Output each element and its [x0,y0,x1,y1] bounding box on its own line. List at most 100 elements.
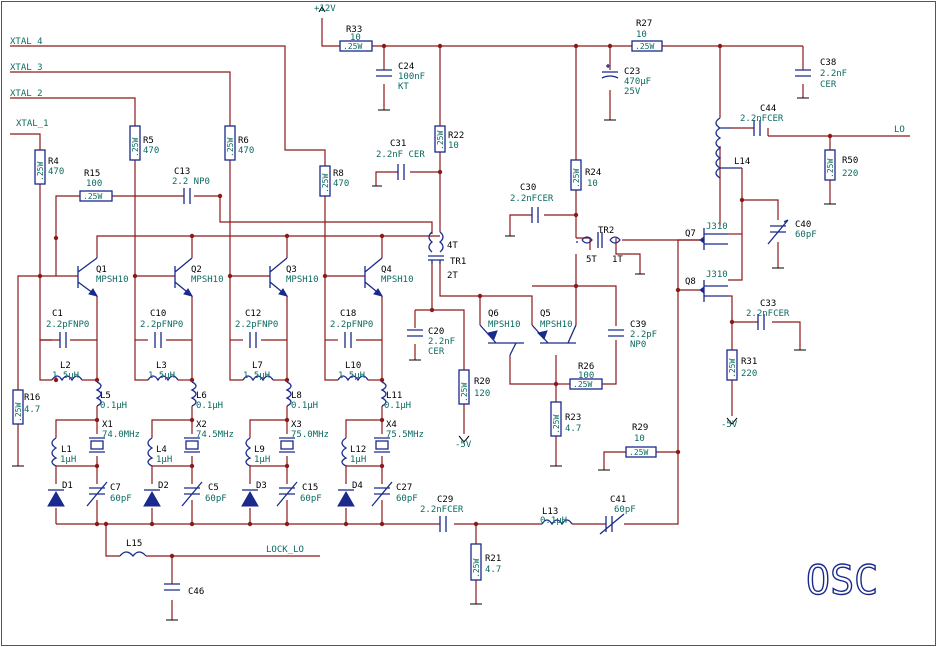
resistor-body-label: .25W [343,42,362,51]
resistor-labels: R33 10 .25W R27 10 .25W R4 470 .25W R5 4… [14,19,858,578]
transistor-ref: Q5 [540,309,551,319]
capacitor-value: 2.2pFNP0 [140,320,183,330]
resistor-value: 470 [238,146,254,156]
inductor-ref: L13 [542,507,558,517]
inductor-ref: L12 [350,445,366,455]
resistor-value: 470 [48,167,64,177]
resistor-ref: R21 [485,554,501,564]
net-label-lo: LO [894,125,905,135]
resistor-value: 10 [448,141,459,151]
inductor-ref: L7 [252,361,263,371]
inductor-value: 1.5µH [52,371,79,381]
inductor-value: 1.5µH [243,371,270,381]
resistor-ref: R27 [636,19,652,29]
transformer-primary-turns: 5T [586,255,597,265]
transistor-ref: Q4 [381,265,392,275]
inductor-value: 1.5µH [148,371,175,381]
resistor-ref: R8 [333,169,344,179]
capacitor-value-2: KT [398,82,409,92]
transformer-ref: TR2 [598,226,614,236]
resistor-value: 10 [634,434,645,444]
capacitor-value: 2.2nFCER [510,194,554,204]
capacitor-ref: C30 [520,183,536,193]
inductor-ref: L5 [100,391,111,401]
capacitor-value: 2.2nFCER [746,309,790,319]
resistor-value: 10 [636,30,647,40]
capacitor-value: 2.2nFCER [740,114,784,124]
diode-ref: D3 [256,481,267,491]
capacitor-value: 2.2pFNP0 [235,320,278,330]
resistor-ref: R4 [48,157,59,167]
inductor-ref: L11 [386,391,402,401]
crystal-value: 75.0MHz [291,430,329,440]
resistor-body-label: .25W [36,162,45,181]
diode-ref: D4 [352,481,363,491]
resistor-body-label: .25W [573,380,592,389]
inductor-value: 1µH [156,455,172,465]
capacitor-ref: C31 [390,139,406,149]
inductor-ref: L6 [196,391,207,401]
resistor-body-label: .25W [226,138,235,157]
transistor-value: MPSH10 [191,275,224,285]
capacitor-value: 60pF [205,494,227,504]
capacitor-ref: C44 [760,104,776,114]
resistor-ref: R20 [474,377,490,387]
inductor-value: 0.1µH [540,516,567,526]
capacitor-value: 2.2nF [820,69,847,79]
transformer-ref: TR1 [450,257,466,267]
capacitor-ref: C10 [150,309,166,319]
inductor-value: 0.1µH [291,401,318,411]
net-label-xtal-3: XTAL_3 [10,63,43,73]
resistor-body-label: .25W [728,359,737,378]
capacitor-ref: C1 [52,309,63,319]
resistor-ref: R22 [448,131,464,141]
inductor-ref: L15 [126,539,142,549]
resistor-ref: R15 [84,169,100,179]
wiring [10,18,910,620]
resistor-value: 470 [333,179,349,189]
transistor-ref: Q1 [96,265,107,275]
resistor-ref: R31 [741,357,757,367]
resistor-ref: R5 [143,136,154,146]
transistor-value: J310 [706,222,728,232]
resistor-ref: R23 [565,413,581,423]
capacitor-ref: C5 [208,483,219,493]
inductor-labels: L14 L2 1.5µH L3 1.5µH L7 1.5µH L10 1.5µH… [52,157,750,549]
capacitor-ref: C12 [245,309,261,319]
resistor-ref: R29 [632,423,648,433]
resistor-body-label: .25W [321,174,330,193]
inductor-value: 1µH [254,455,270,465]
resistor-value: 4.7 [24,405,40,415]
capacitor-value: 2.2nF CER [376,150,425,160]
capacitor-ref: C18 [340,309,356,319]
crystal-value: 74.5MHz [196,430,234,440]
capacitor-value: 2.2pFNP0 [330,320,373,330]
resistor-body-label: .25W [552,415,561,434]
transformer-secondary-turns: 1T [612,255,623,265]
transistor-ref: Q3 [286,265,297,275]
capacitor-ref: C27 [396,483,412,493]
net-labels: +12V XTAL_4 XTAL_3 XTAL_2 XTAL_1 LO LOCK… [10,4,905,555]
capacitor-value: 60pF [110,494,132,504]
inductor-ref: L8 [291,391,302,401]
capacitor-value-2: CER [428,347,445,357]
crystal-labels: X1 74.0MHz X2 74.5MHz X3 75.0MHz X4 75.5… [102,420,424,440]
net-label-xtal-2: XTAL_2 [10,89,43,99]
crystal-ref: X2 [196,420,207,430]
capacitor-value: 2.2pF [630,330,657,340]
capacitor-value: 2.2nFCER [420,505,464,515]
inductor-ref: L1 [61,445,72,455]
capacitor-ref: C38 [820,58,836,68]
crystal-ref: X1 [102,420,113,430]
transformer-secondary-turns: 2T [447,271,458,281]
capacitor-value: 2.2pFNP0 [46,320,89,330]
inductor-value: 1µH [350,455,366,465]
page-title: OSC [806,558,878,604]
resistor-value: 470 [143,146,159,156]
transformer-symbols [428,231,621,264]
capacitor-value-2: NP0 [630,340,646,350]
capacitor-ref: C46 [188,587,204,597]
resistor-body-label: .25W [131,138,140,157]
resistor-body-label: .25W [572,169,581,188]
resistor-body-label: .25W [14,403,23,422]
